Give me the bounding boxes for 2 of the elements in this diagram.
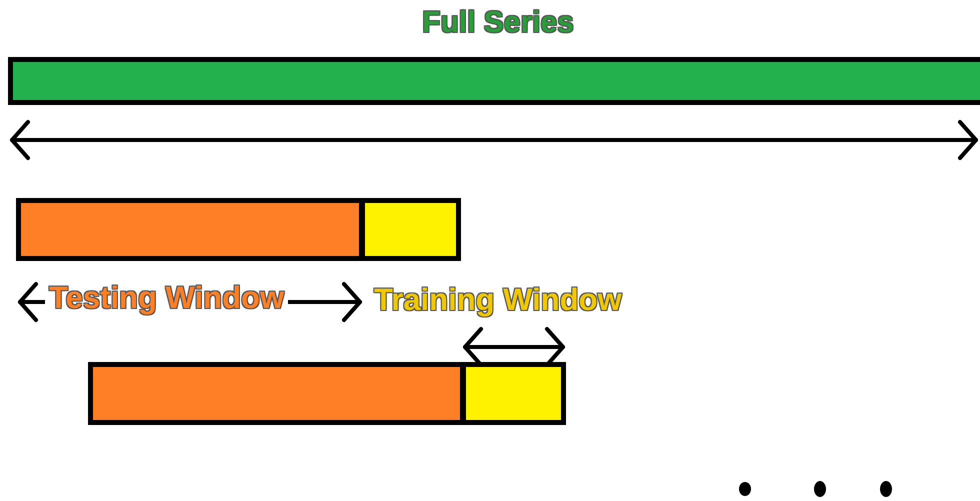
window-label: Training Window [374, 284, 622, 315]
series-heading: Full Series [422, 8, 574, 41]
